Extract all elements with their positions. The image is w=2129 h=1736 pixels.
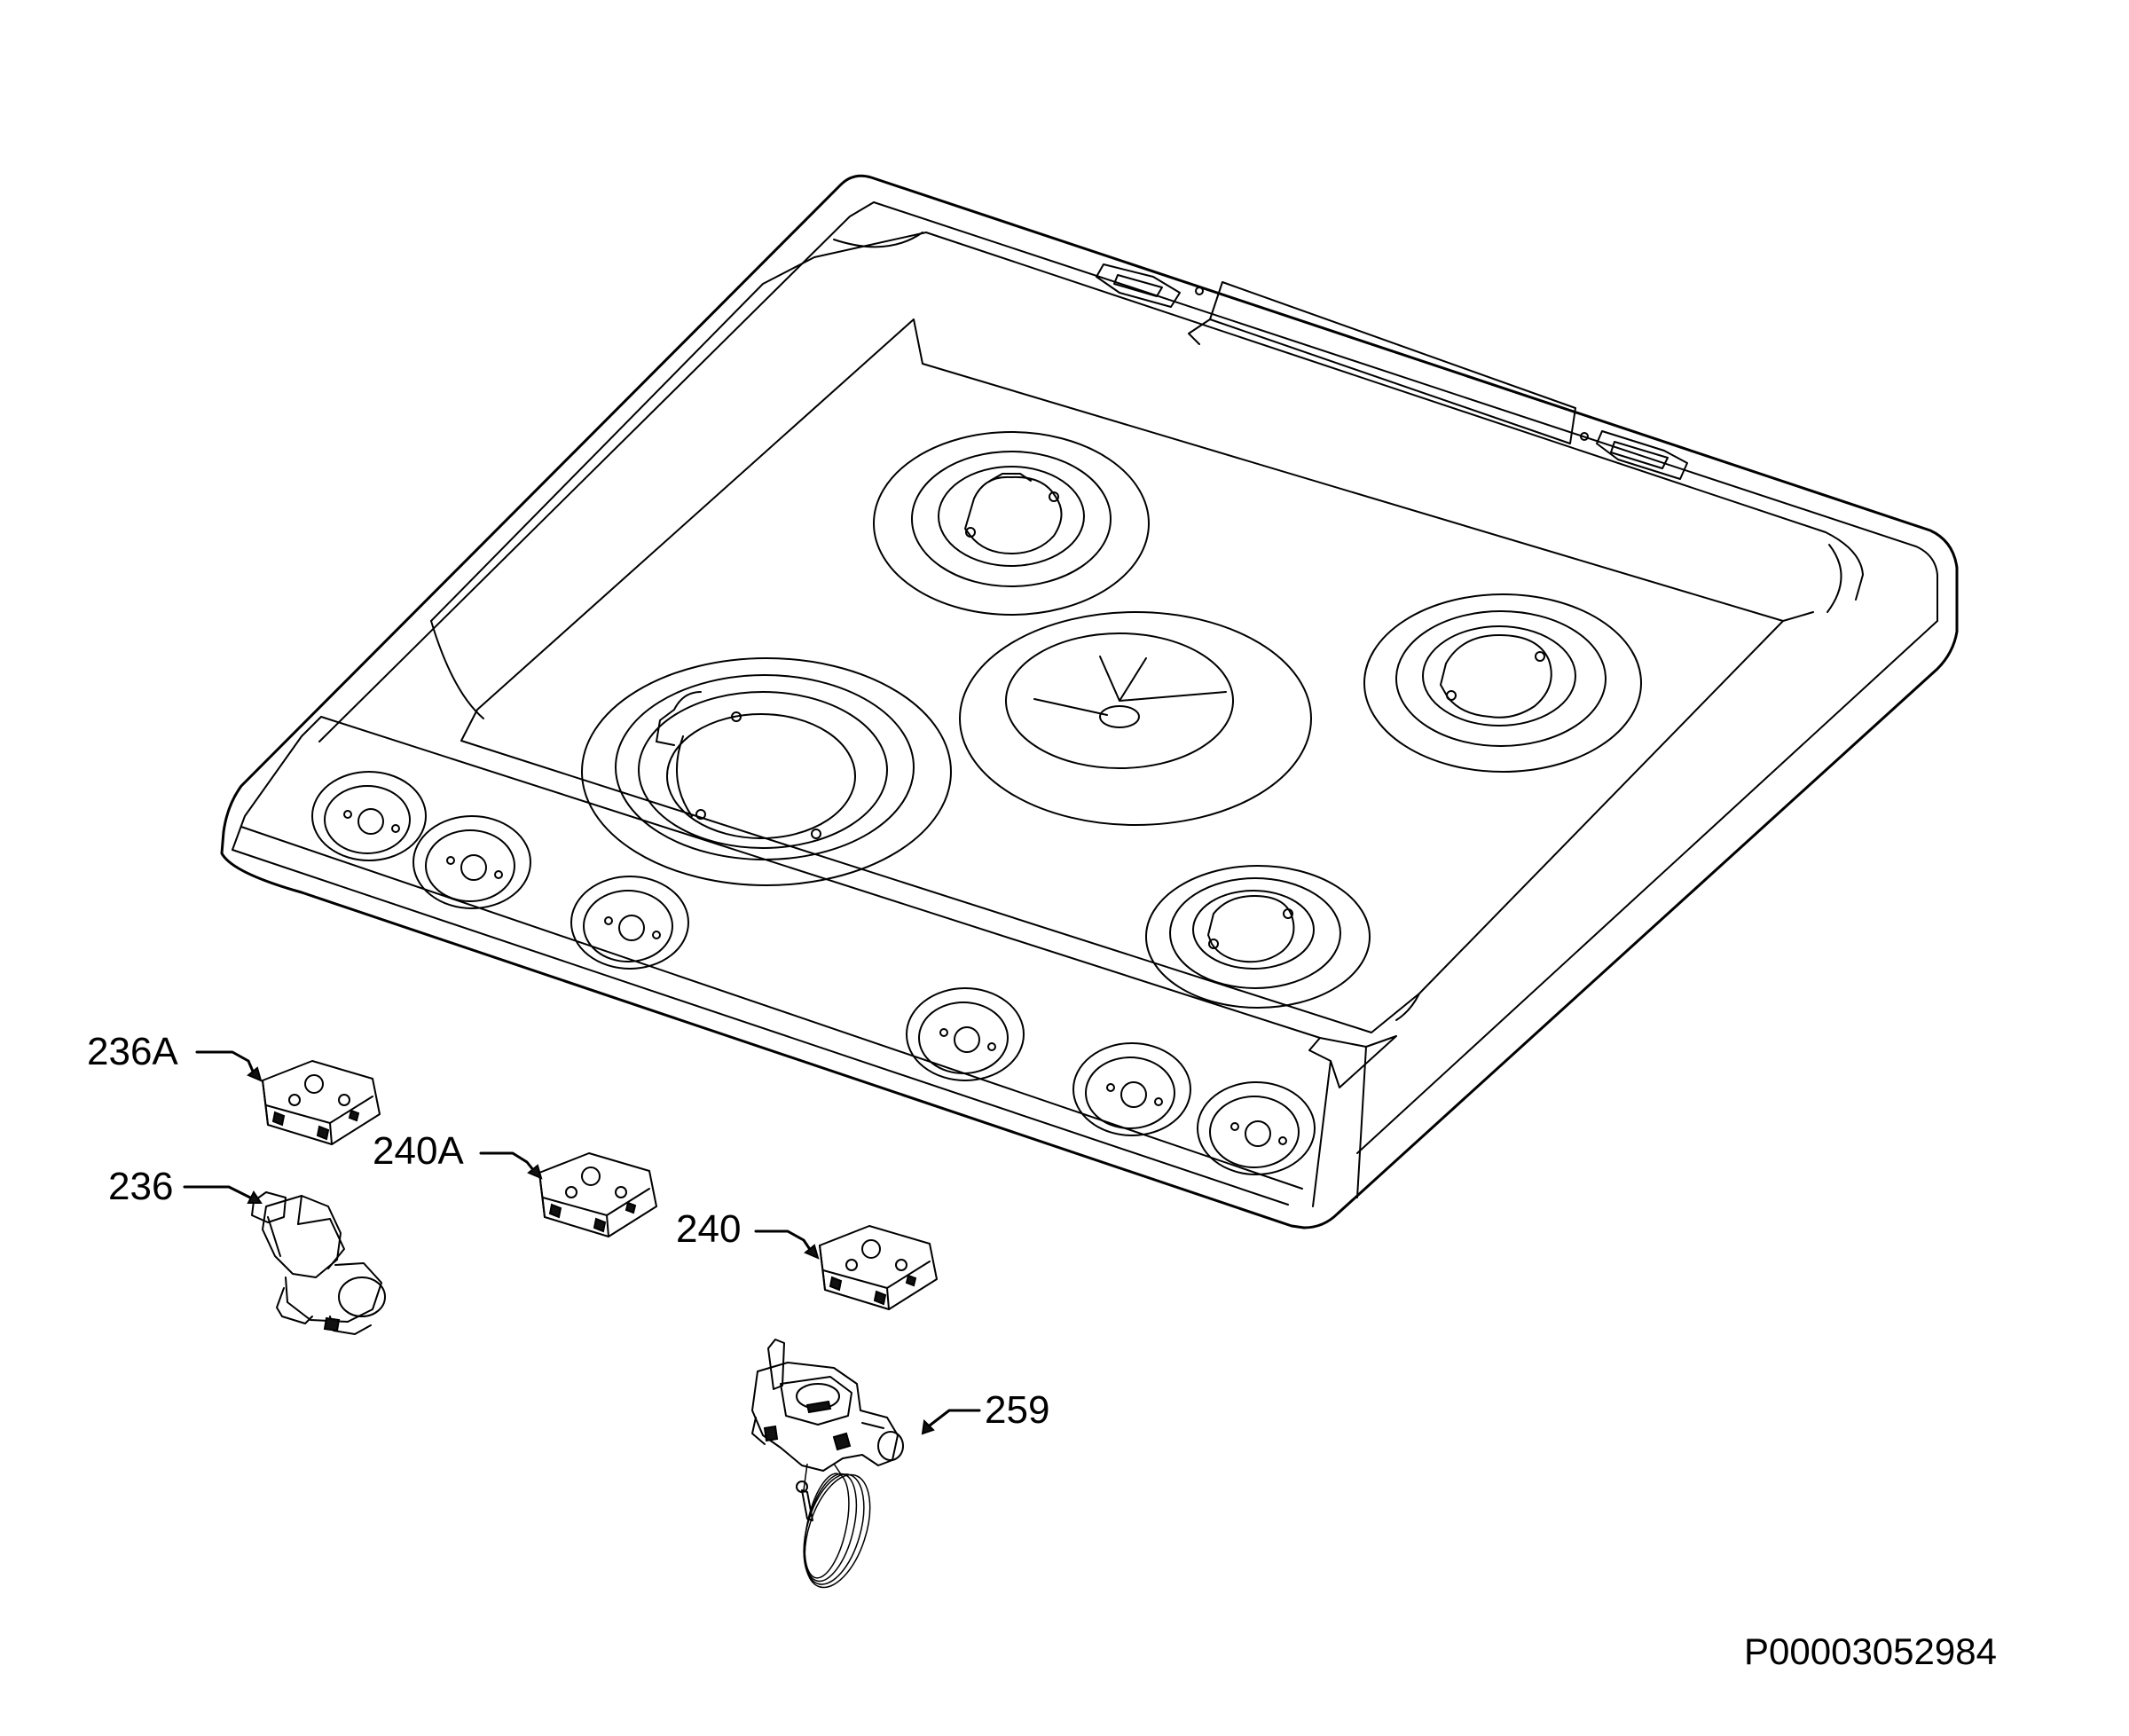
rear-hinge-right [1580,430,1688,480]
control-panel-face [232,716,1332,1207]
tray-outer-rim [220,174,1959,1229]
part-236-gas-tap [251,1191,386,1335]
tray-basin-floor [460,318,1814,1033]
rear-hinge-left [1096,263,1204,308]
callout-240: 240 [676,1207,820,1260]
knob-hole-6 [1197,1081,1316,1175]
part-240a-ignition-switch [538,1152,657,1237]
burner-front-left-wok [581,657,952,886]
callout-label-236a: 236A [87,1030,178,1073]
tray-basin-lip [430,232,1864,622]
tray-inner-rim [318,201,1938,742]
callout-label-236: 236 [108,1165,173,1208]
knob-hole-5 [1072,1042,1191,1136]
knob-hole-3 [570,876,689,970]
callout-259: 259 [921,1388,1049,1435]
callout-label-259: 259 [985,1388,1049,1432]
capillary-coil [796,1463,871,1589]
tray-basin-corners [430,232,1842,1021]
hotplate-center [959,611,1312,826]
diagram-reference-code: P00003052984 [1744,1630,1997,1672]
callout-236a: 236A [87,1030,263,1082]
burner-rear-left [873,431,1150,616]
callout-label-240a: 240A [373,1129,464,1173]
part-236a-ignition-switch [262,1060,381,1145]
knob-hole-1 [311,771,427,861]
rear-vent-slot [1188,281,1576,444]
callout-label-240: 240 [676,1207,741,1251]
callout-236: 236 [108,1165,263,1208]
part-240-ignition-switch [819,1225,938,1310]
part-259-thermostat-valve [751,1339,904,1589]
knob-hole-4 [906,987,1025,1081]
cooktop-tray [220,174,1959,1229]
burner-front-right-small [1145,865,1371,1009]
tray-right-skirt [1356,620,1938,1154]
knob-hole-2 [412,815,531,909]
burner-rear-right [1363,593,1642,773]
callout-240a: 240A [373,1129,543,1180]
control-panel-right-corner [1319,1035,1397,1198]
